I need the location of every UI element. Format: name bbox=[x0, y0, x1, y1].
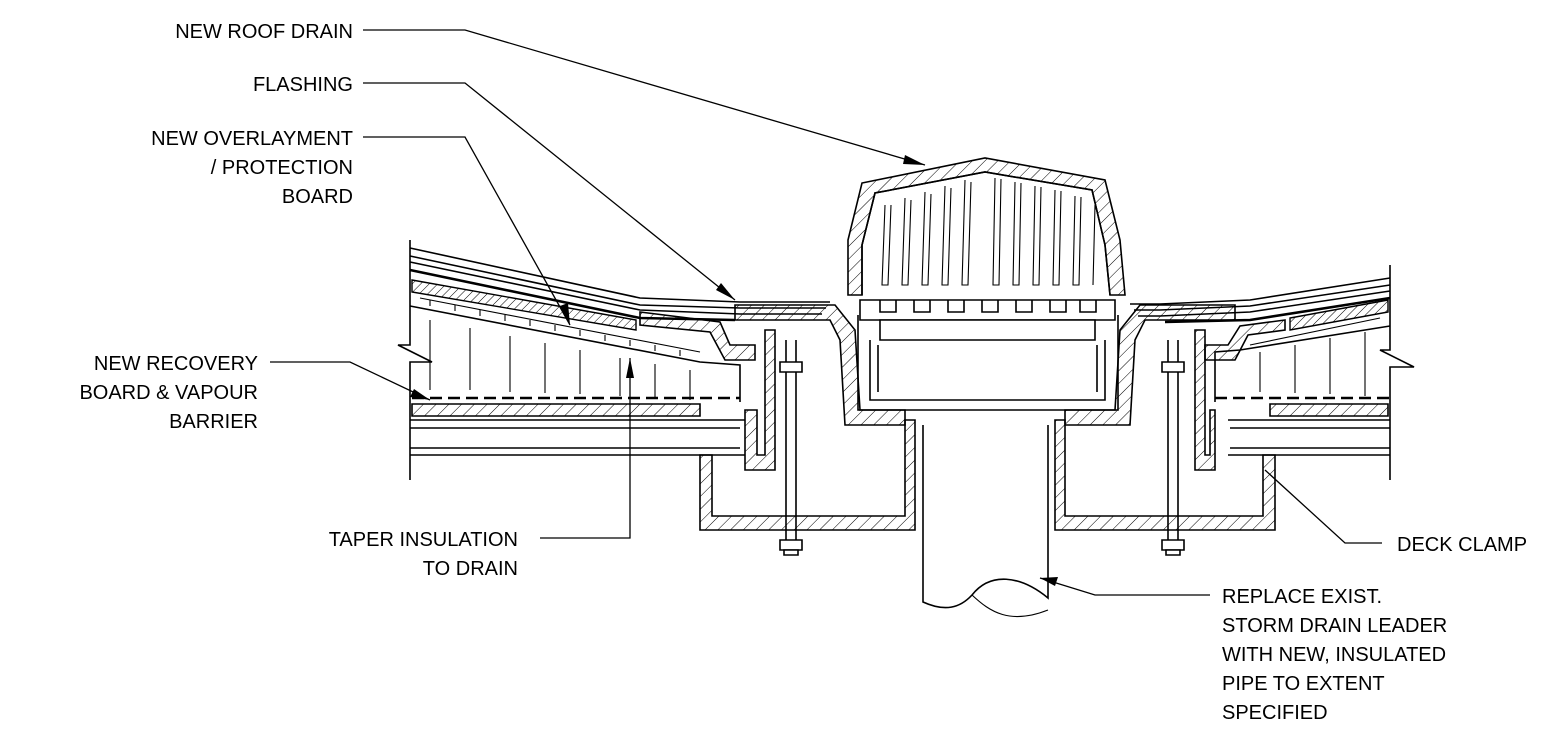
label-deck-clamp: DECK CLAMP bbox=[1397, 534, 1527, 556]
label-overlayment-line3: BOARD bbox=[282, 186, 353, 208]
drain-body bbox=[699, 299, 1276, 531]
strainer-tabs bbox=[879, 300, 1097, 313]
label-recovery-line3: BARRIER bbox=[169, 411, 258, 433]
leader-lines bbox=[270, 29, 1382, 596]
insulation-fastener-ticks bbox=[429, 300, 681, 356]
label-roof-drain: NEW ROOF DRAIN bbox=[175, 21, 353, 43]
right-roof-assembly bbox=[1130, 265, 1415, 480]
label-overlayment-line2: / PROTECTION bbox=[211, 157, 353, 179]
label-overlayment-line1: NEW OVERLAYMENT bbox=[151, 128, 353, 150]
clamp-bolts bbox=[779, 340, 1185, 556]
label-taper-line1: TAPER INSULATION bbox=[329, 529, 518, 551]
taper-insulation-verticals bbox=[429, 320, 691, 400]
dome-ribs bbox=[881, 177, 1096, 286]
label-flashing: FLASHING bbox=[253, 74, 353, 96]
label-recovery-line1: NEW RECOVERY bbox=[94, 353, 258, 375]
label-replace-line4: PIPE TO EXTENT bbox=[1222, 673, 1385, 695]
storm-drain-leader-pipe bbox=[922, 425, 1049, 618]
label-recovery-line2: BOARD & VAPOUR bbox=[79, 382, 258, 404]
label-replace-line5: SPECIFIED bbox=[1222, 702, 1328, 724]
label-replace-line1: REPLACE EXIST. bbox=[1222, 586, 1382, 608]
label-replace-line2: STORM DRAIN LEADER bbox=[1222, 615, 1447, 637]
left-roof-assembly bbox=[397, 240, 830, 480]
label-taper-line2: TO DRAIN bbox=[423, 558, 518, 580]
labels: NEW ROOF DRAIN FLASHING NEW OVERLAYMENT … bbox=[79, 21, 1527, 724]
label-replace-line3: WITH NEW, INSULATED bbox=[1222, 644, 1446, 666]
drain-dome bbox=[847, 157, 1126, 296]
